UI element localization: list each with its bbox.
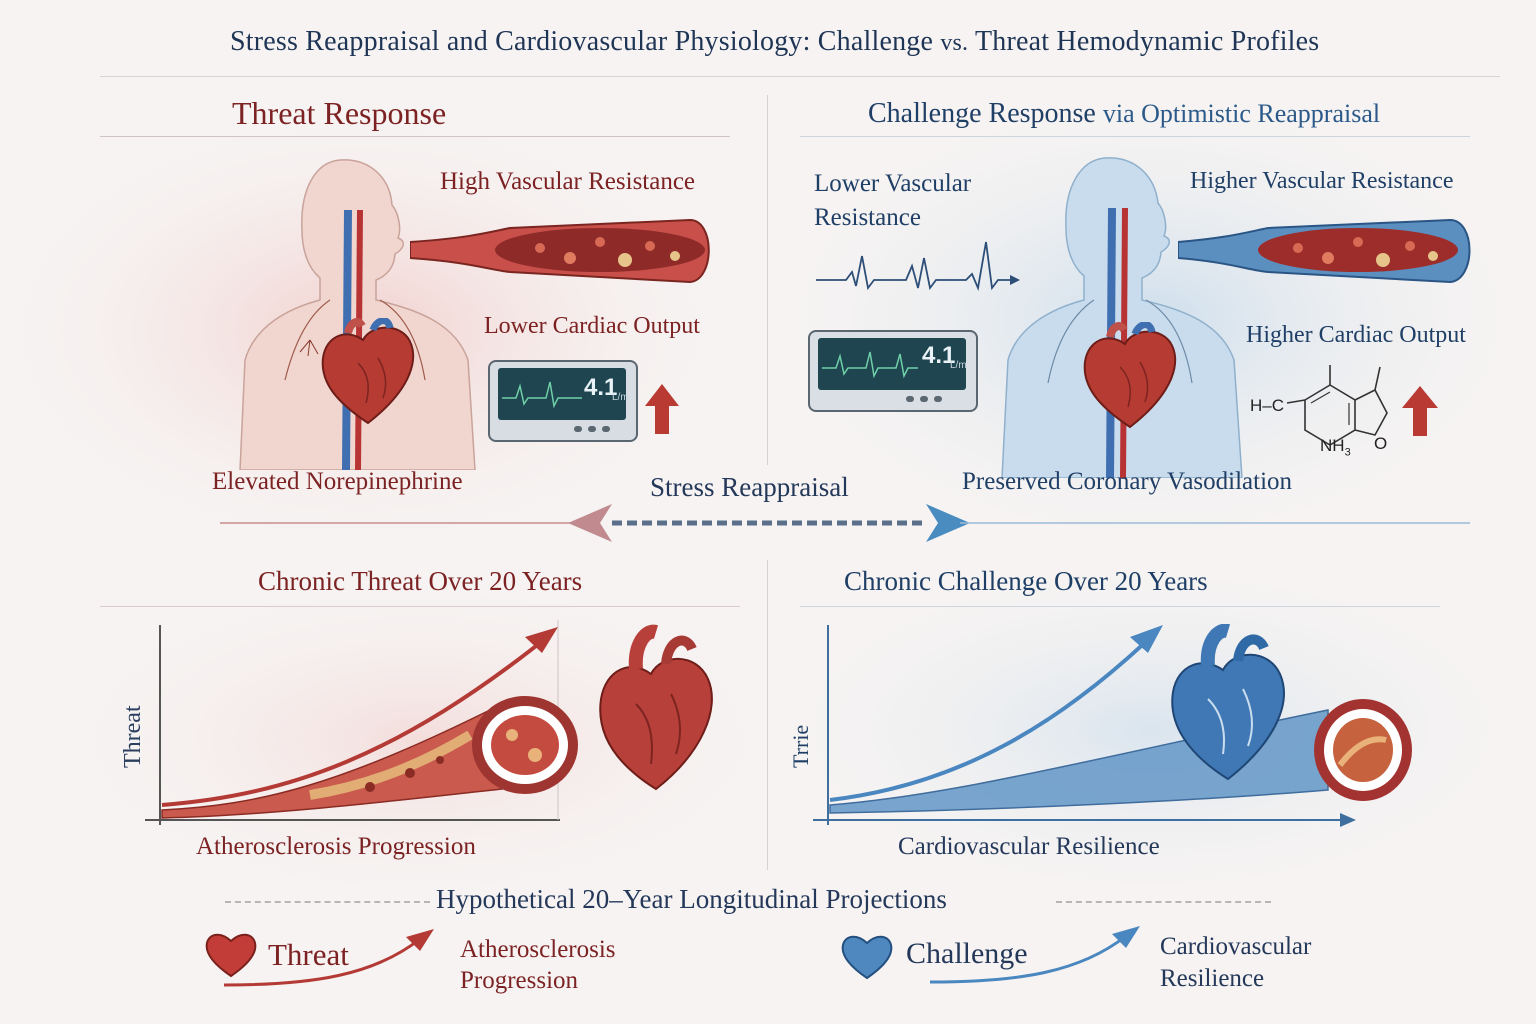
threat-panel-title: Threat Response	[232, 95, 447, 131]
challenge-molecule-icon	[1286, 365, 1388, 446]
threat-monitor-value: 4.1	[584, 374, 618, 401]
chronic-challenge-title: Chronic Challenge Over 20 Years	[844, 566, 1208, 596]
chronic-threat-heart-icon	[599, 624, 713, 791]
challenge-chem-left: H–C	[1250, 396, 1285, 415]
chronic-challenge-x-label: Cardiovascular Resilience	[898, 833, 1160, 860]
challenge-heart-icon	[1083, 322, 1177, 429]
challenge-vessel-icon	[1178, 218, 1471, 284]
challenge-up-arrow-icon	[1402, 386, 1438, 436]
challenge-coronary-label: Preserved Coronary Vasodilation	[962, 468, 1293, 495]
challenge-monitor-unit: L/m	[950, 360, 967, 371]
footer-challenge-label: Challenge	[906, 937, 1028, 970]
threat-vascular-label: High Vascular Resistance	[440, 168, 696, 195]
chronic-threat-chart	[145, 620, 578, 825]
chronic-threat-rule	[100, 606, 740, 607]
challenge-lower-vascular-line1: Lower Vascular	[814, 170, 972, 197]
challenge-lower-vascular-line2: Resistance	[814, 204, 921, 231]
footer-threat-outcome-line2: Progression	[460, 967, 579, 994]
challenge-monitor-waveform	[822, 351, 918, 379]
footer-threat-outcome-line1: Atherosclerosis	[460, 936, 616, 963]
chronic-threat-title: Chronic Threat Over 20 Years	[258, 566, 583, 596]
footer-threat-label: Threat	[268, 937, 349, 972]
footer-title: Hypothetical 20–Year Longitudinal Projec…	[436, 884, 947, 914]
challenge-chem-nh: NH3	[1320, 436, 1351, 459]
threat-vessel-icon	[410, 218, 710, 284]
challenge-monitor-value: 4.1	[922, 342, 956, 369]
footer-rule-right	[1056, 901, 1271, 903]
challenge-chem-o: O	[1374, 434, 1388, 453]
chronic-challenge-chart	[813, 625, 1412, 827]
center-divider-bottom	[767, 560, 768, 870]
challenge-monitor: 4.1 L/m	[808, 330, 978, 412]
reappraisal-bidirectional-arrow	[220, 504, 1470, 542]
footer-rule-left	[225, 901, 430, 903]
title-divider	[100, 76, 1500, 77]
threat-hormone-label: Elevated Norepinephrine	[212, 468, 463, 495]
threat-monitor-waveform	[502, 381, 582, 409]
chronic-threat-y-label: Threat	[120, 705, 146, 768]
page-title: Stress Reappraisal and Cardiovascular Ph…	[230, 26, 1320, 57]
chronic-challenge-rule	[800, 606, 1440, 607]
footer-challenge-outcome-line2: Resilience	[1160, 965, 1265, 992]
threat-up-arrow-icon	[645, 384, 679, 434]
footer-threat-heart-icon	[205, 933, 257, 978]
challenge-title-rule	[800, 136, 1470, 137]
footer-challenge-outcome-line1: Cardiovascular	[1160, 933, 1312, 960]
center-divider-top	[767, 95, 768, 465]
threat-monitor-unit: L/m	[612, 392, 629, 403]
chronic-challenge-y-label: Trrie	[788, 724, 813, 768]
chronic-threat-x-label: Atherosclerosis Progression	[196, 833, 476, 860]
threat-title-rule	[100, 136, 730, 137]
stress-reappraisal-label: Stress Reappraisal	[650, 472, 849, 502]
footer-challenge-arrow	[929, 926, 1140, 984]
threat-cardiac-label: Lower Cardiac Output	[484, 313, 700, 339]
chronic-challenge-heart-icon	[1171, 624, 1285, 781]
threat-heart-icon	[321, 318, 415, 425]
threat-monitor: 4.1 L/m	[488, 360, 638, 442]
challenge-panel-title: Challenge Response via Optimistic Reappr…	[868, 98, 1381, 129]
challenge-higher-vascular-label: Higher Vascular Resistance	[1190, 168, 1454, 194]
challenge-ecg-waveform	[816, 241, 1020, 292]
footer-challenge-heart-icon	[841, 935, 893, 980]
footer-threat-arrow	[223, 929, 434, 987]
challenge-cardiac-label: Higher Cardiac Output	[1246, 322, 1466, 348]
